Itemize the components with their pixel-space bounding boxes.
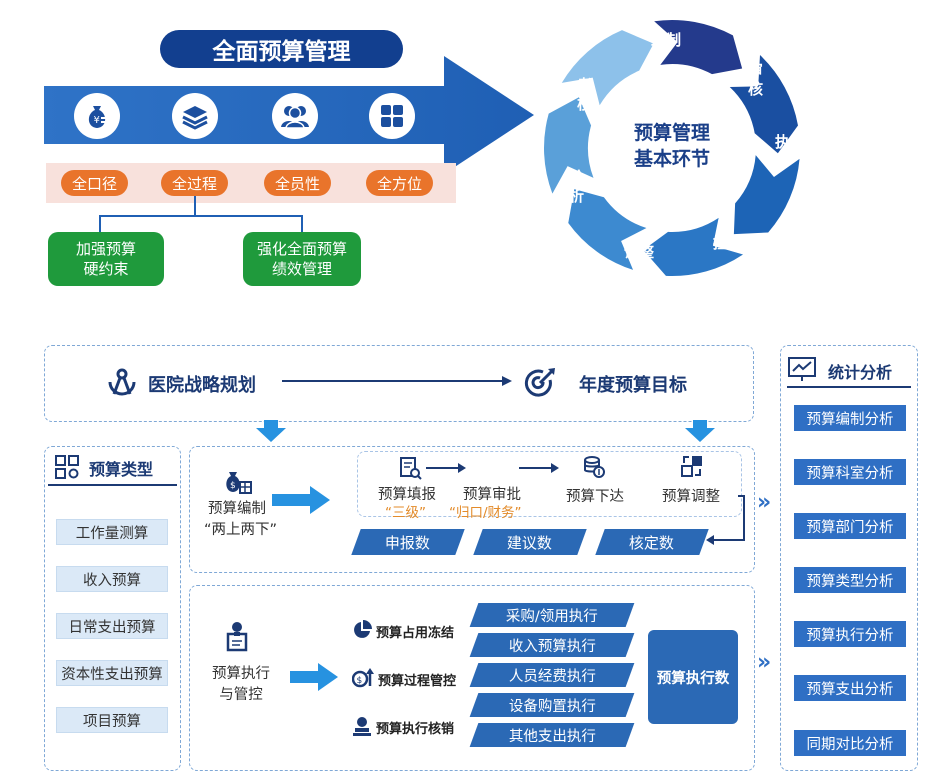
apps-icon [54, 454, 80, 484]
adjust-icon [680, 454, 704, 482]
presentation-chart-icon [787, 356, 817, 386]
number-approved: 核定数 [595, 529, 709, 555]
execute-box [189, 585, 755, 771]
goal-hard-constraint: 加强预算硬约束 [48, 232, 164, 286]
execution-amount-box: 预算执行数 [648, 630, 738, 724]
control-freeze-label: 预算占用冻结 [376, 626, 455, 641]
number-declared: 申报数 [351, 529, 465, 555]
cycle-label-execute: 执行 [775, 133, 791, 170]
budget-cycle-diagram [544, 20, 800, 276]
step-adjust-label: 预算调整 [662, 489, 720, 505]
pill-full-staff: 全员性 [264, 170, 331, 196]
cycle-segment [561, 30, 654, 106]
exec-item-personnel: 人员经费执行 [469, 663, 635, 687]
tree-connector [99, 196, 303, 232]
budget-type-capital-expense[interactable]: 资本性支出预算 [56, 660, 168, 686]
strategy-arrow [282, 376, 512, 386]
budget-type-divider [48, 484, 177, 486]
step-fill-label: 预算填报 [378, 487, 436, 503]
down-arrow-right [685, 420, 715, 442]
coins-icon [582, 455, 606, 483]
step-approve-note: “归口/财务” [449, 505, 522, 521]
pill-full-scope: 全口径 [61, 170, 128, 196]
grid-icon [369, 93, 415, 139]
pill-full-aspect: 全方位 [366, 170, 433, 196]
cycle-label-assess: 考核 [577, 76, 593, 113]
compass-icon [104, 366, 140, 404]
step-arrow-2 [519, 463, 559, 473]
cycle-label-analyze: 分析 [569, 168, 585, 205]
cycle-segment [733, 155, 800, 235]
user-clipboard-icon [224, 620, 250, 656]
money-bag-icon: $ [225, 470, 253, 500]
compile-flow-arrow [272, 486, 330, 514]
users-icon [272, 93, 318, 139]
chevron-right-icon: » [757, 650, 772, 675]
budget-type-income[interactable]: 收入预算 [56, 566, 168, 592]
control-process-label: 预算过程管控 [378, 674, 457, 689]
cycle-segment [654, 20, 743, 75]
strategy-box [44, 345, 754, 422]
control-writeoff-label: 预算执行核销 [376, 722, 455, 737]
step-approve-label: 预算审批 [463, 487, 521, 503]
compile-steps-box [357, 451, 742, 517]
coin-up-icon: $ [351, 668, 374, 692]
budget-type-daily-expense[interactable]: 日常支出预算 [56, 613, 168, 639]
user-stamp-icon [352, 716, 372, 740]
cycle-label-adjust: 调整 [624, 243, 655, 261]
target-icon [523, 366, 557, 404]
budget-type-header: 预算类型 [89, 460, 154, 479]
money-bag-icon: ¥ [74, 93, 120, 139]
exec-item-procurement: 采购/领用执行 [469, 603, 635, 627]
annual-target-text: 年度预算目标 [579, 375, 687, 396]
page-title: 全面预算管理 [160, 30, 403, 68]
stats-type-analysis[interactable]: 预算类型分析 [794, 567, 906, 593]
svg-text:$: $ [230, 481, 236, 491]
layers-icon [172, 93, 218, 139]
stats-divider [787, 386, 911, 388]
strategy-plan-text: 医院战略规划 [148, 375, 256, 396]
cycle-center-title: 预算管理基本环节 [633, 122, 710, 170]
cycle-segment [544, 97, 594, 194]
compile-box [189, 446, 755, 573]
exec-item-income: 收入预算执行 [469, 633, 635, 657]
budget-type-project[interactable]: 项目预算 [56, 707, 168, 733]
cycle-segment [729, 55, 798, 154]
step-arrow-1 [426, 463, 466, 473]
cycle-segment [568, 189, 647, 270]
budget-type-workload[interactable]: 工作量测算 [56, 519, 168, 545]
stats-execution-analysis[interactable]: 预算执行分析 [794, 621, 906, 647]
step-fill-note: “三级” [385, 505, 426, 521]
svg-text:¥: ¥ [94, 115, 100, 126]
exec-item-other: 其他支出执行 [469, 723, 635, 747]
down-arrow-left [256, 420, 286, 442]
cycle-label-review: 审核 [748, 61, 764, 98]
stats-compile-analysis[interactable]: 预算编制分析 [794, 405, 906, 431]
pie-chart-icon [352, 620, 372, 644]
number-suggested: 建议数 [473, 529, 587, 555]
execute-title: 预算执行与管控 [212, 666, 270, 703]
stats-division-analysis[interactable]: 预算部门分析 [794, 513, 906, 539]
execute-flow-arrow [290, 663, 338, 691]
form-edit-icon [398, 456, 422, 484]
cycle-label-control: 控制 [713, 234, 744, 252]
step-issue-label: 预算下达 [566, 489, 624, 505]
compile-title: 预算编制 [208, 501, 266, 517]
stats-yoy-analysis[interactable]: 同期对比分析 [794, 730, 906, 756]
stats-expense-analysis[interactable]: 预算支出分析 [794, 675, 906, 701]
exec-item-equipment: 设备购置执行 [469, 693, 635, 717]
stats-header: 统计分析 [828, 363, 893, 382]
cycle-segment [643, 217, 744, 276]
svg-text:$: $ [357, 676, 363, 686]
goal-performance: 强化全面预算绩效管理 [243, 232, 361, 286]
pill-full-process: 全过程 [161, 170, 228, 196]
compile-subtitle: “两上两下” [204, 522, 278, 538]
chevron-right-icon: » [757, 490, 772, 515]
stats-department-room-analysis[interactable]: 预算科室分析 [794, 459, 906, 485]
stats-panel [780, 345, 918, 771]
budget-type-panel [44, 446, 181, 771]
adjust-return-arrow [706, 495, 745, 545]
cycle-label-compile: 编制 [651, 31, 682, 49]
